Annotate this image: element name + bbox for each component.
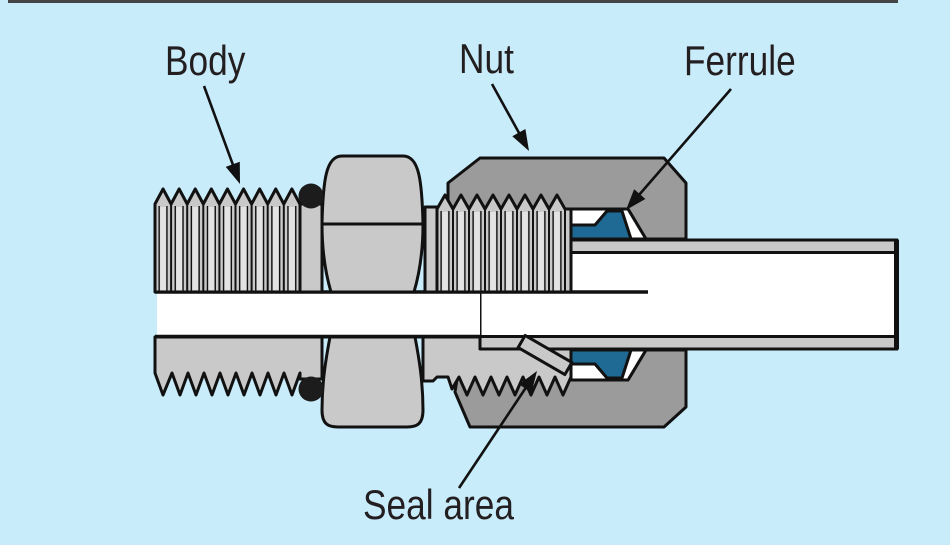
body-bottom-left-threads xyxy=(153,335,324,397)
seal-area-tab xyxy=(516,333,574,377)
collar-left-top xyxy=(298,202,324,294)
label-body: Body xyxy=(165,37,246,84)
top-border-artifact xyxy=(8,0,898,3)
hex-bottom-section xyxy=(320,335,425,429)
body-threads-right xyxy=(435,193,573,294)
hex-top-upper-face xyxy=(320,154,425,226)
body-threads-left xyxy=(153,187,302,294)
seal-area-arrow xyxy=(457,371,537,489)
hex-top-lower-face xyxy=(320,222,425,294)
label-nut: Nut xyxy=(459,35,514,82)
tube-wall-top xyxy=(569,238,899,254)
tube xyxy=(478,238,899,351)
collar-right-top xyxy=(423,205,439,294)
ferrule-arrow xyxy=(626,88,732,210)
body-bore xyxy=(157,293,480,335)
callout-arrows xyxy=(202,83,732,489)
body-bottom-section xyxy=(153,335,573,397)
body-hex xyxy=(320,154,425,429)
nut-arrow xyxy=(490,83,529,151)
o-ring-bottom xyxy=(298,376,324,402)
body-arrow xyxy=(202,85,240,184)
label-ferrule: Ferrule xyxy=(684,37,796,84)
label-seal-area: Seal area xyxy=(363,481,515,528)
o-ring-top xyxy=(298,183,324,209)
